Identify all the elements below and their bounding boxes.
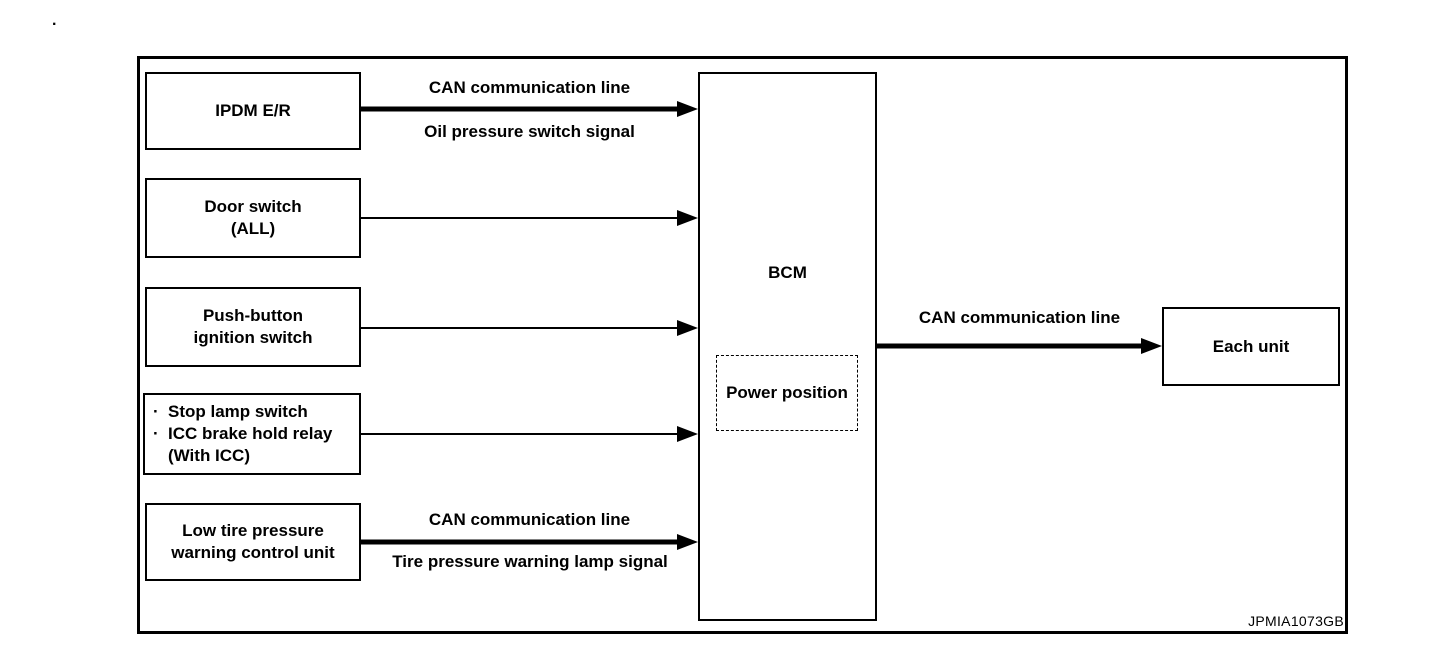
node-door-switch: Door switch (ALL) xyxy=(145,178,361,258)
arrowhead-right-icon xyxy=(677,210,698,226)
node-stop-lamp-switch: · Stop lamp switch · ICC brake hold rela… xyxy=(143,393,361,475)
node-stop-lamp-line1-text: Stop lamp switch xyxy=(168,402,308,421)
arrow-tire-to-bcm xyxy=(361,534,698,550)
arrowhead-right-icon xyxy=(677,320,698,336)
arrow-shaft xyxy=(361,539,680,545)
arrow-ipdm-to-bcm xyxy=(361,101,698,117)
label-tire-pressure-warning-lamp-signal: Tire pressure warning lamp signal xyxy=(392,552,668,571)
node-stop-lamp-line1: · Stop lamp switch xyxy=(153,401,308,423)
node-bcm: BCM Power position xyxy=(698,72,877,621)
node-bcm-label: BCM xyxy=(768,263,807,282)
node-low-tire-label-line2: warning control unit xyxy=(171,543,335,562)
label-oil-pressure-switch-signal: Oil pressure switch signal xyxy=(424,122,635,141)
arrow-shaft xyxy=(361,327,680,329)
arrow-shaft xyxy=(361,106,680,112)
arrowhead-right-icon xyxy=(677,534,698,550)
node-stop-lamp-line3-text: (With ICC) xyxy=(168,446,250,465)
node-push-button-label-line1: Push-button xyxy=(202,306,304,325)
figure-code: JPMIA1073GB xyxy=(1248,613,1344,629)
diagram-frame xyxy=(137,56,1348,634)
node-door-switch-label-line1: Door switch xyxy=(204,197,302,216)
arrow-shaft xyxy=(877,343,1144,349)
node-power-position: Power position xyxy=(716,355,858,431)
bullet-spacer xyxy=(153,445,168,467)
arrowhead-right-icon xyxy=(677,101,698,117)
arrow-shaft xyxy=(361,217,680,219)
node-low-tire-pressure-unit: Low tire pressure warning control unit xyxy=(145,503,361,581)
node-ipdm-er-label: IPDM E/R xyxy=(215,101,291,120)
bullet-icon: · xyxy=(153,402,159,421)
label-can-line-ipdm: CAN communication line xyxy=(428,78,631,97)
node-each-unit: Each unit xyxy=(1162,307,1340,386)
arrow-stop-to-bcm xyxy=(361,426,698,442)
arrowhead-right-icon xyxy=(677,426,698,442)
arrow-door-to-bcm xyxy=(361,210,698,226)
stray-dot: . xyxy=(52,12,57,29)
arrow-bcm-to-each-unit xyxy=(877,338,1162,354)
arrow-shaft xyxy=(361,433,680,435)
arrowhead-right-icon xyxy=(1141,338,1162,354)
node-each-unit-label: Each unit xyxy=(1212,336,1290,356)
node-ipdm-er: IPDM E/R xyxy=(145,72,361,150)
node-stop-lamp-line2: · ICC brake hold relay xyxy=(153,423,332,445)
label-can-line-tire: CAN communication line xyxy=(428,510,631,529)
node-stop-lamp-line3: (With ICC) xyxy=(153,445,250,467)
node-push-button-ignition-switch: Push-button ignition switch xyxy=(145,287,361,367)
bullet-icon: · xyxy=(153,424,159,443)
node-low-tire-label-line1: Low tire pressure xyxy=(182,521,324,540)
node-stop-lamp-line2-text: ICC brake hold relay xyxy=(168,424,333,443)
arrow-push-to-bcm xyxy=(361,320,698,336)
node-push-button-label-line2: ignition switch xyxy=(193,328,313,347)
label-can-line-each-unit: CAN communication line xyxy=(918,308,1121,327)
node-power-position-label: Power position xyxy=(726,383,848,402)
node-door-switch-label-line2: (ALL) xyxy=(230,219,276,238)
